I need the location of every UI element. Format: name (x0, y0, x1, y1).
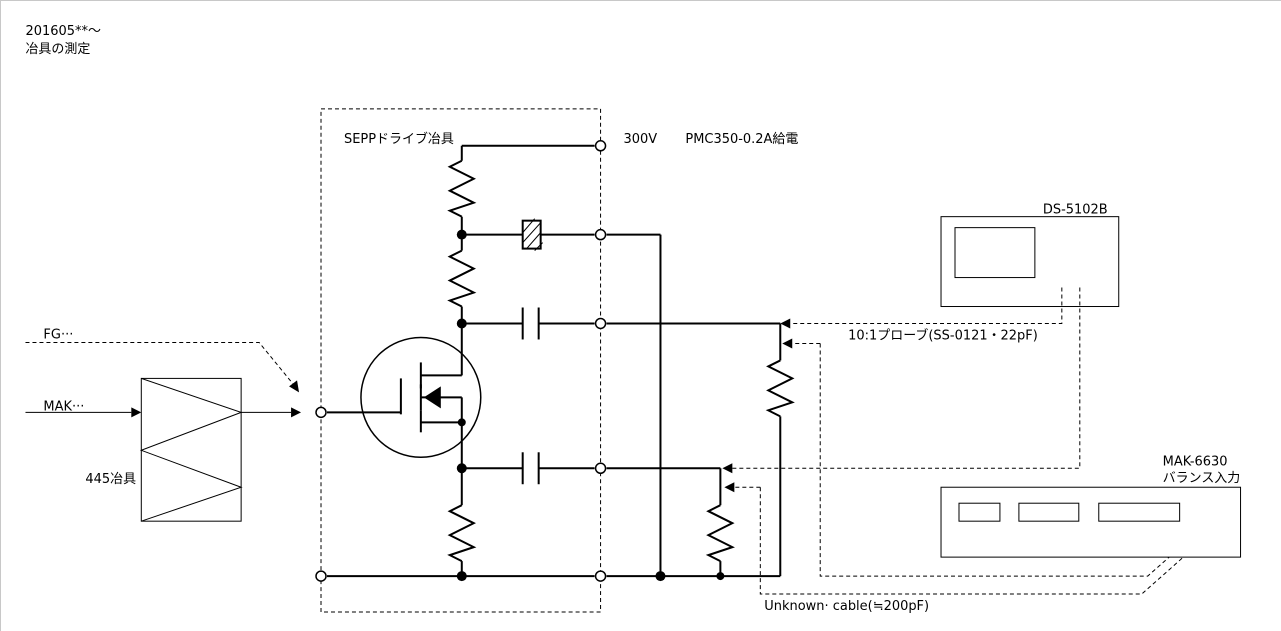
resistor-r4 (765, 359, 795, 418)
resistor-r1 (447, 159, 477, 218)
probe-lead-ch1 (780, 287, 1063, 329)
node-ground-zener (655, 571, 666, 582)
fg-signal-line (25, 341, 300, 393)
zener-diode (461, 218, 595, 251)
probe-label: 10:1プローブ(SS-0121・22pF) (848, 327, 1038, 343)
supply-label: PMC350-0.2A給電 (685, 132, 798, 147)
resistor-r2 (447, 249, 477, 308)
jig-445-block (139, 377, 243, 522)
mak-display-1 (958, 502, 1001, 522)
node-ground-r3 (456, 571, 467, 582)
capacitor-c2 (461, 452, 595, 485)
ground-terminal-left (315, 570, 327, 582)
jig-output-line (241, 407, 302, 418)
supply-voltage-label: 300V (624, 132, 658, 147)
header-date: 201605**〜 (25, 24, 100, 39)
oscilloscope-screen (954, 227, 1036, 279)
mak-input-line (25, 407, 142, 418)
mak-display-2 (1018, 502, 1080, 522)
mak-input-label: バランス入力 (1163, 471, 1241, 486)
mak-6630-unit (940, 486, 1242, 558)
probe-lead-ch2 (722, 287, 1081, 474)
probe-lead-ch2-ground (724, 482, 1195, 595)
supply-rail (460, 144, 595, 161)
c2-terminal (594, 462, 607, 474)
sepp-jig-box (320, 108, 602, 613)
mak-model-label: MAK-6630 (1163, 454, 1228, 469)
ground-terminal-right (594, 570, 607, 582)
node-source-tie (457, 418, 466, 427)
capacitor-c1 (461, 307, 595, 340)
header-subtitle: 冶具の測定 (25, 42, 90, 57)
mosfet (360, 336, 482, 469)
resistor-r3 (447, 504, 477, 563)
resistor-r5 (705, 504, 735, 563)
gate-terminal (315, 406, 327, 419)
oscilloscope (940, 216, 1120, 308)
jig-445-label: 445冶具 (85, 472, 136, 487)
c1-terminal (594, 317, 607, 330)
mak-in-label: MAK··· (43, 399, 84, 414)
zener-terminal (594, 228, 607, 241)
cable-label: Unknown· cable(≒200pF) (764, 599, 929, 614)
mak-display-3 (1098, 502, 1181, 522)
sepp-jig-label: SEPPドライブ冶具 (344, 131, 454, 147)
fg-label: FG··· (43, 327, 73, 342)
oscilloscope-label: DS-5102B (1043, 203, 1108, 218)
supply-terminal (594, 140, 607, 152)
